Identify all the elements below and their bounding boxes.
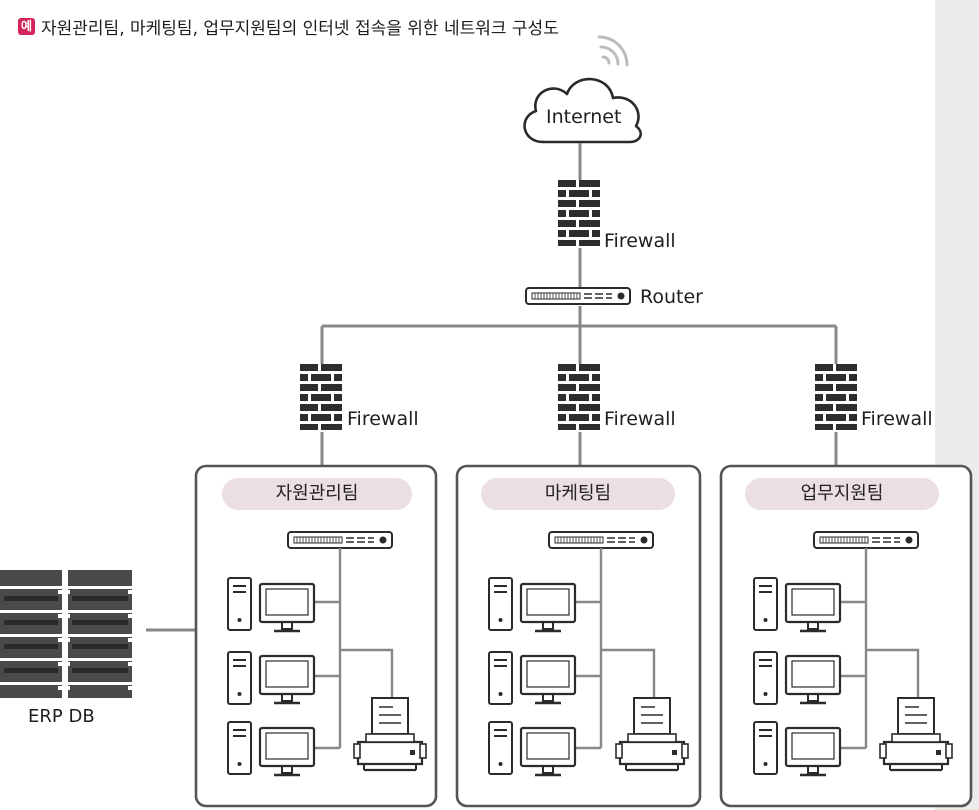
pc-tower-icon (488, 577, 513, 631)
cloud-icon (523, 77, 642, 144)
firewall-label-3: Firewall (861, 408, 933, 430)
pc-tower-icon (753, 577, 778, 631)
switch-icon (813, 531, 919, 549)
pc-tower-icon (227, 721, 252, 775)
firewall-label-2: Firewall (604, 408, 676, 430)
pc-tower-icon (227, 651, 252, 705)
team-2-network (488, 531, 690, 777)
pc-tower-icon (753, 721, 778, 775)
team-label-2: 마케팅팀 (481, 478, 675, 510)
server-rack-icon (0, 570, 136, 698)
team-3-network (753, 531, 954, 777)
example-marker: 예 (18, 18, 35, 35)
pc-tower-icon (488, 721, 513, 775)
team-label-1: 자원관리팀 (222, 478, 412, 510)
diagram-caption: 예 자원관리팀, 마케팅팀, 업무지원팀의 인터넷 접속을 위한 네트워크 구성… (18, 14, 559, 39)
pc-tower-icon (227, 577, 252, 631)
firewall-label-1: Firewall (347, 408, 419, 430)
switch-icon (287, 531, 393, 549)
firewall-icon (300, 364, 342, 430)
top-firewall-label: Firewall (604, 230, 676, 252)
pc-tower-icon (753, 651, 778, 705)
wifi-icon (597, 35, 629, 67)
team-1-network (227, 531, 428, 777)
firewall-icon (815, 364, 857, 430)
top-firewall-icon (558, 180, 600, 246)
router-icon (525, 287, 631, 305)
internet-label: Internet (546, 106, 622, 128)
connection-lines (146, 143, 838, 632)
switch-icon (548, 531, 654, 549)
pc-tower-icon (488, 651, 513, 705)
caption-text: 자원관리팀, 마케팅팀, 업무지원팀의 인터넷 접속을 위한 네트워크 구성도 (41, 19, 559, 39)
router-label: Router (640, 286, 703, 308)
firewall-icon (558, 364, 600, 430)
erp-db-label: ERP DB (28, 706, 95, 727)
team-label-3: 업무지원팀 (745, 478, 939, 510)
